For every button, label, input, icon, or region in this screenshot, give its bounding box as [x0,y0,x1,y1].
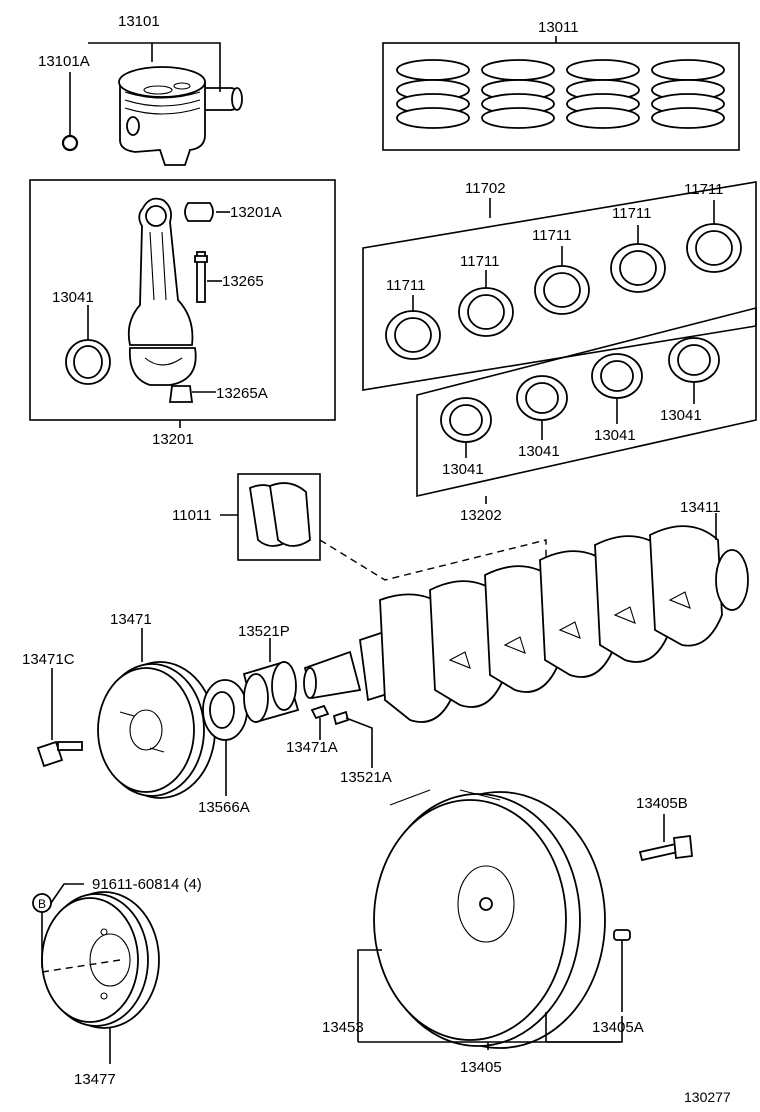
crank-pulley [97,628,216,799]
label-11711-1: 11711 [386,277,426,294]
thrust-washer [220,473,547,581]
upper-shell-1 [385,295,441,360]
label-13405a: 13405A [592,1019,644,1036]
crank-timing-gear [242,638,300,724]
label-13101a: 13101A [38,53,90,70]
label-11711-4: 11711 [612,205,652,222]
piston-ring-set [382,36,740,151]
auxiliary-pulley [32,883,160,1064]
ring-stack-2 [481,59,555,129]
flywheel [357,789,620,1050]
ring-stack-3 [566,59,640,129]
upper-shell-3 [534,246,590,315]
flywheel-bolt [638,814,693,862]
label-13011: 13011 [538,19,579,36]
label-13041-rod: 13041 [52,289,94,306]
label-13477: 13477 [74,1071,116,1088]
label-13453: 13453 [322,1019,364,1036]
label-13041-3: 13041 [594,427,636,444]
upper-shell-5 [686,200,742,273]
label-11711-2: 11711 [460,253,500,270]
label-13041-1: 13041 [442,461,484,478]
figure-number: 130277 [684,1089,731,1105]
label-13411: 13411 [680,499,721,516]
callout-b: B [38,897,46,911]
main-bearing-lower-set [416,306,757,504]
oil-pump-drive-spacer [202,679,248,796]
ring-stack-1 [396,59,470,129]
label-13471c: 13471C [22,651,75,668]
connecting-rod-assembly [29,179,336,428]
lower-shell-4 [668,337,720,404]
ring-stack-4 [651,59,725,129]
keys [310,704,373,768]
label-13265: 13265 [222,273,264,290]
label-13101: 13101 [118,13,160,30]
label-13041-2: 13041 [518,443,560,460]
label-13521p: 13521P [238,623,290,640]
label-91611-60814: 91611-60814 (4) [92,876,202,893]
lower-shell-1 [440,397,492,458]
label-13471: 13471 [110,611,152,628]
label-11711-3: 11711 [532,227,572,244]
lower-shell-2 [516,375,568,440]
label-13201: 13201 [152,431,194,448]
lower-shell-3 [591,353,643,424]
label-13265a: 13265A [216,385,268,402]
label-11702: 11702 [465,180,506,197]
label-13405b: 13405B [636,795,688,812]
label-13041-4: 13041 [660,407,702,424]
label-13202: 13202 [460,507,502,524]
label-11011: 11011 [172,507,212,524]
label-13566a: 13566A [198,799,250,816]
main-bearing-upper-set [362,181,757,391]
label-13521a: 13521A [340,769,392,786]
label-13405: 13405 [460,1059,502,1076]
upper-shell-2 [458,270,514,337]
piston-assembly [61,42,243,166]
pulley-bolt [36,668,83,768]
label-13471a: 13471A [286,739,338,756]
flywheel-dowel-pin [546,929,631,1043]
upper-shell-4 [610,225,666,293]
crankshaft [303,513,749,723]
label-13201a: 13201A [230,204,282,221]
label-11711-5: 11711 [684,181,724,198]
